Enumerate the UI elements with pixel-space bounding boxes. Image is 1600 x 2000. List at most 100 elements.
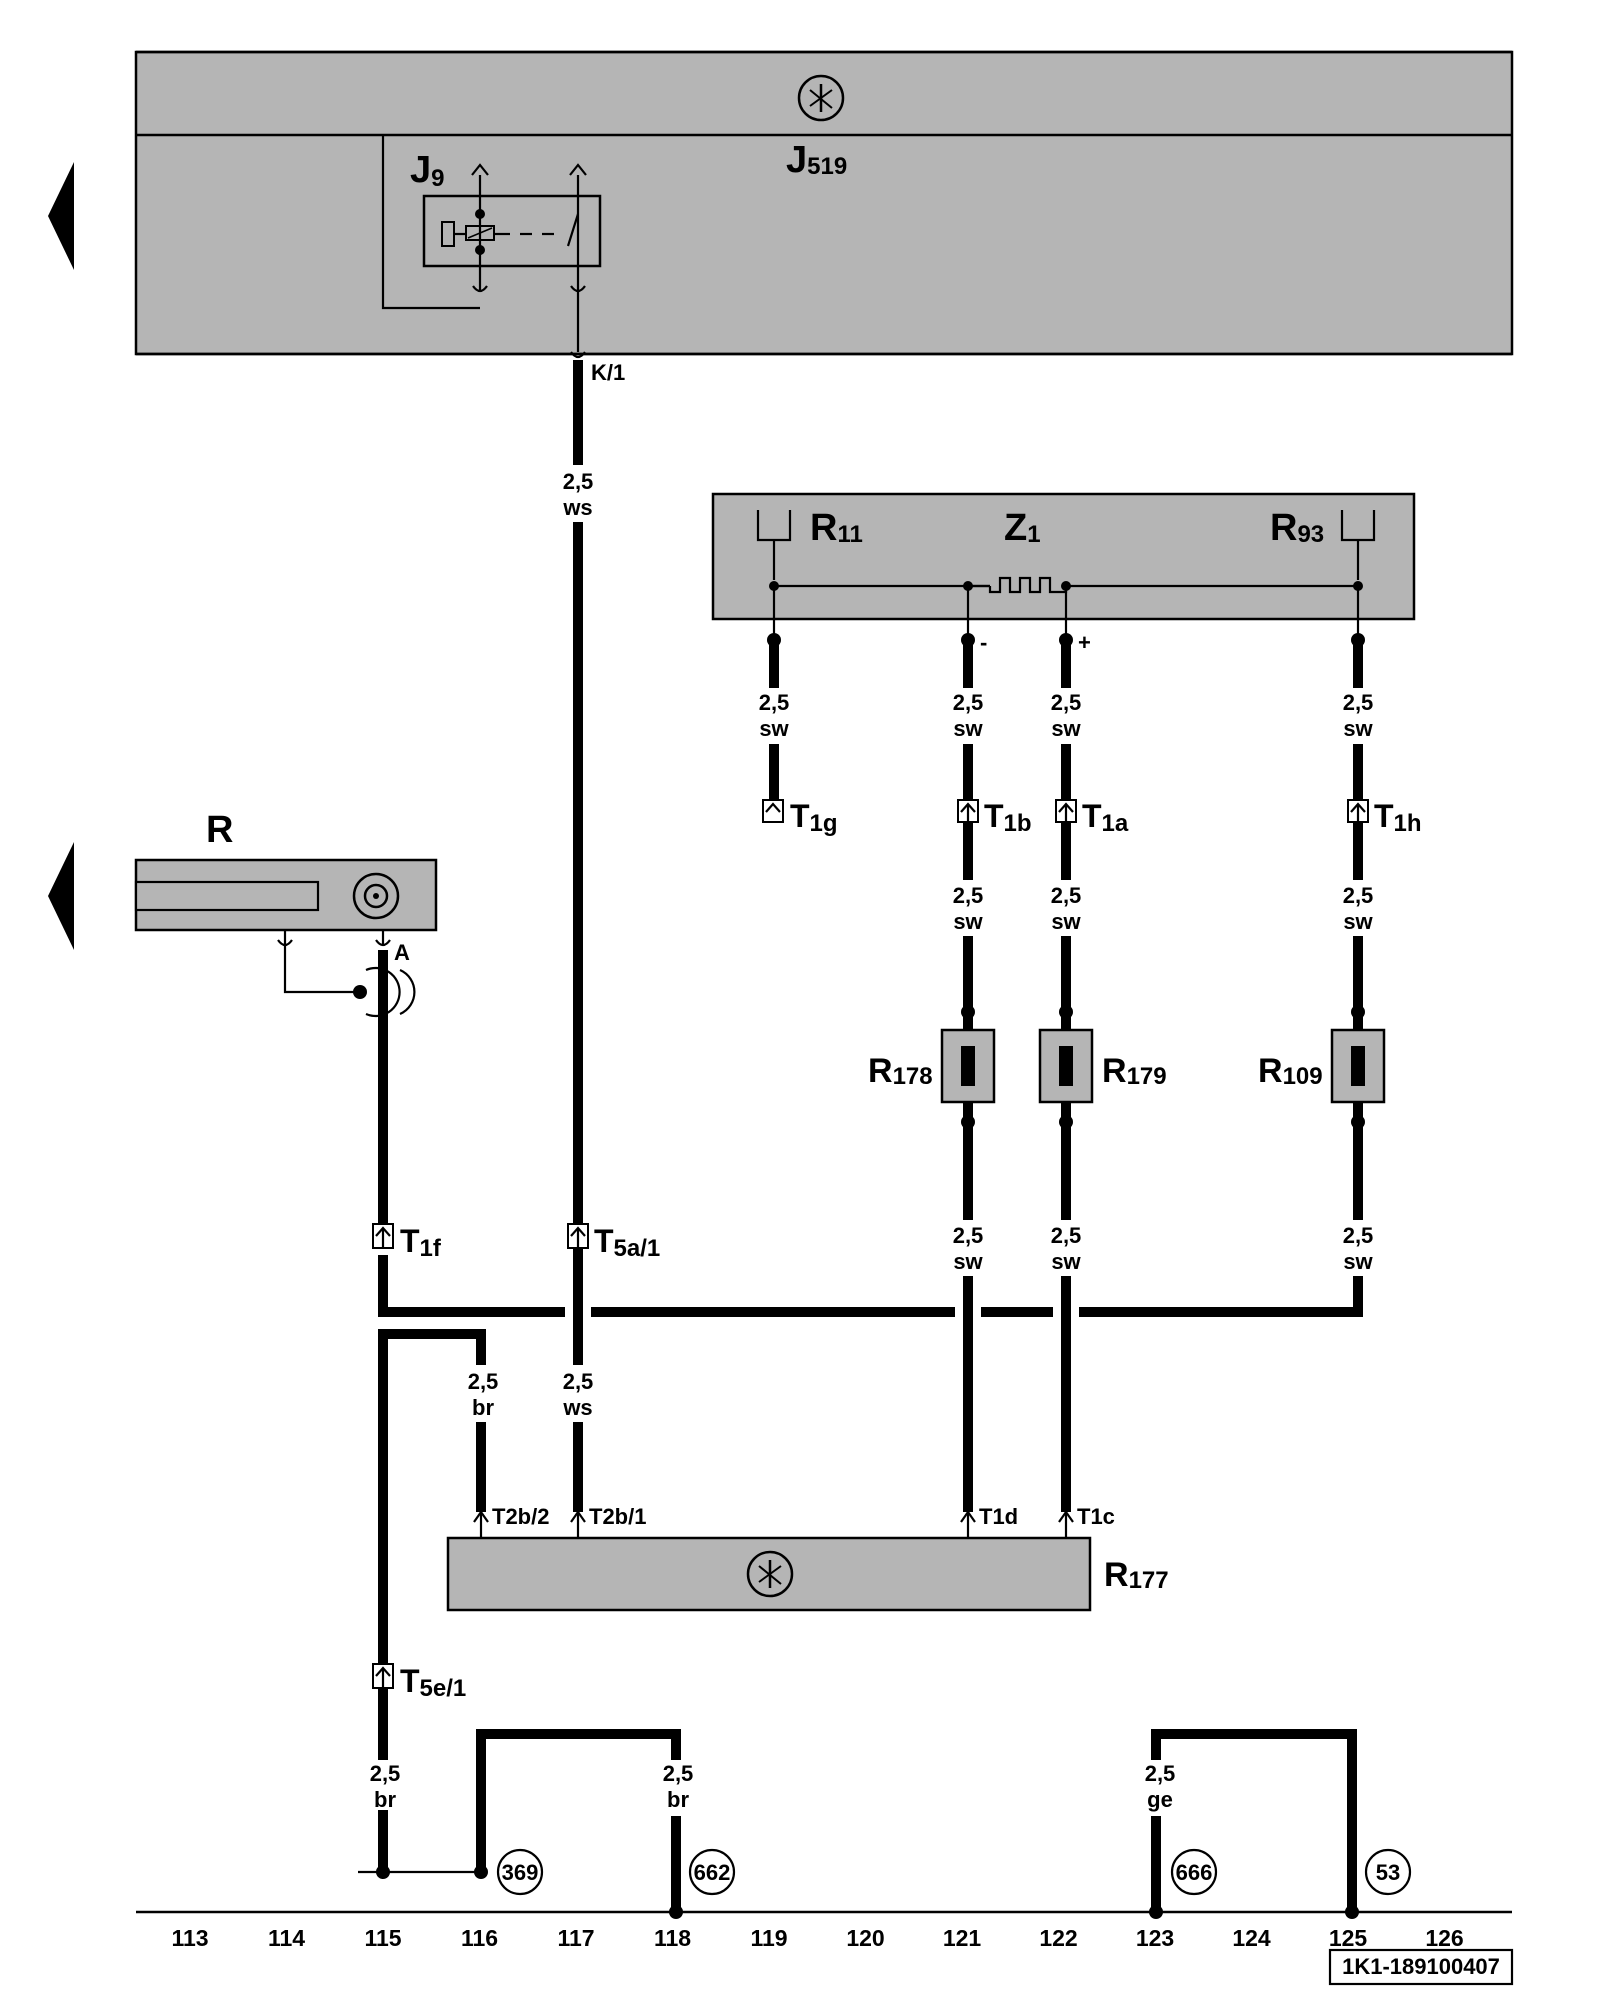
pin-fork-icon (570, 351, 586, 359)
filter-r109: R109 (1258, 1005, 1386, 1129)
reference-662[interactable]: 662 (688, 1848, 736, 1896)
svg-text:2,5: 2,5 (1051, 1223, 1082, 1248)
pin-arrow-icon (471, 163, 489, 176)
svg-text:br: br (472, 1395, 494, 1420)
connector-t1h: T1h (1347, 798, 1422, 837)
reference-666[interactable]: 666 (1170, 1848, 1218, 1896)
svg-text:sw: sw (1051, 1249, 1081, 1274)
control-unit-j519: J519 (134, 50, 1514, 356)
column-number: 123 (1136, 1925, 1174, 1951)
electronic-unit-icon (797, 74, 845, 122)
svg-text:sw: sw (953, 716, 983, 741)
svg-text:T2b/2: T2b/2 (492, 1504, 549, 1529)
svg-text:sw: sw (1343, 716, 1373, 741)
svg-text:sw: sw (1051, 909, 1081, 934)
svg-text:2,5: 2,5 (663, 1761, 694, 1786)
svg-text:T1h: T1h (1374, 798, 1422, 837)
svg-text:2,5: 2,5 (468, 1369, 499, 1394)
connector-t1a: T1a (1055, 798, 1129, 837)
svg-text:T5a/1: T5a/1 (594, 1223, 660, 1262)
svg-text:R177: R177 (1104, 1556, 1169, 1594)
filter-r179: R179 (1038, 1005, 1167, 1129)
z1-label: Z1 (1004, 507, 1041, 549)
svg-text:br: br (667, 1787, 689, 1812)
svg-text:2,5: 2,5 (1051, 883, 1082, 908)
radio-r: R A (134, 809, 438, 1018)
pin-plus-label: + (1078, 630, 1091, 655)
svg-text:2,5: 2,5 (1343, 1223, 1374, 1248)
column-number: 116 (461, 1925, 498, 1951)
connector-icon (960, 802, 976, 822)
electronic-unit-icon (746, 1550, 794, 1598)
connector-t1g: T1g (762, 798, 838, 837)
r93-label: R93 (1270, 507, 1324, 549)
pin-arrow-icon (569, 163, 587, 176)
nav-arrow-left-icon[interactable] (48, 842, 74, 950)
svg-text:2,5: 2,5 (563, 1369, 594, 1394)
svg-text:sw: sw (1343, 909, 1373, 934)
svg-text:662: 662 (694, 1860, 731, 1885)
connector-icon (1058, 802, 1074, 822)
svg-text:T5e/1: T5e/1 (400, 1663, 466, 1702)
pin-fork-icon (570, 285, 586, 293)
pin-arrow-icon (1058, 1510, 1074, 1523)
column-number: 122 (1039, 1925, 1077, 1951)
pin-fork-icon (472, 285, 488, 293)
pin-a-label: A (394, 940, 410, 965)
reference-53[interactable]: 53 (1364, 1848, 1412, 1896)
radio-r-label: R (206, 809, 233, 851)
svg-text:ws: ws (562, 495, 592, 520)
svg-text:sw: sw (759, 716, 789, 741)
svg-text:2,5: 2,5 (759, 690, 790, 715)
column-number: 121 (943, 1925, 982, 1951)
svg-text:2,5: 2,5 (563, 469, 594, 494)
column-number: 126 (1425, 1925, 1463, 1951)
antenna-socket-icon (352, 872, 400, 920)
connector-icon (375, 1666, 391, 1688)
heater-z1-box: R11 Z1 R93 (711, 492, 1416, 640)
column-number: 120 (846, 1925, 884, 1951)
svg-text:2,5: 2,5 (1343, 690, 1374, 715)
svg-text:2,5: 2,5 (953, 690, 984, 715)
svg-text:53: 53 (1376, 1860, 1400, 1885)
svg-text:2,5: 2,5 (1051, 690, 1082, 715)
connector-t5a1: T5a/1 (567, 1223, 660, 1262)
j519-label: J519 (786, 139, 847, 181)
column-number: 118 (654, 1925, 691, 1951)
connector-icon (1350, 802, 1366, 822)
connector-t1b: T1b (957, 798, 1032, 837)
svg-text:2,5: 2,5 (953, 1223, 984, 1248)
svg-text:T1f: T1f (400, 1223, 442, 1262)
svg-text:666: 666 (1176, 1860, 1213, 1885)
nav-arrow-left-icon[interactable] (48, 162, 74, 270)
pin-arrow-icon (473, 1510, 489, 1523)
svg-text:2,5: 2,5 (370, 1761, 401, 1786)
svg-text:sw: sw (953, 909, 983, 934)
svg-text:sw: sw (1343, 1249, 1373, 1274)
svg-text:T1g: T1g (790, 798, 838, 837)
svg-text:R178: R178 (868, 1052, 933, 1090)
column-number: 119 (750, 1925, 787, 1951)
svg-text:T1d: T1d (979, 1504, 1018, 1529)
j9-label: J9 (410, 149, 445, 192)
svg-text:br: br (374, 1787, 396, 1812)
heater-element-icon (988, 576, 1068, 594)
svg-text:369: 369 (502, 1860, 539, 1885)
svg-text:1K1-189100407: 1K1-189100407 (1342, 1954, 1500, 1979)
connector-icon (765, 802, 781, 813)
svg-text:T2b/1: T2b/1 (589, 1504, 646, 1529)
diagram-id: 1K1-189100407 (1328, 1948, 1514, 1986)
svg-text:T1b: T1b (984, 798, 1032, 837)
reference-369[interactable]: 369 (496, 1848, 544, 1896)
pin-arrow-icon (570, 1510, 586, 1523)
r11-label: R11 (810, 507, 863, 549)
svg-text:T1a: T1a (1082, 798, 1129, 837)
filter-r178: R178 (868, 1005, 996, 1129)
connector-icon (375, 1226, 391, 1248)
svg-text:sw: sw (953, 1249, 983, 1274)
amplifier-r177: R177 T2b/2 T2b/1 T1d T1c (446, 1504, 1169, 1612)
connector-icon (570, 1226, 586, 1248)
pin-k1-label: K/1 (591, 360, 625, 385)
